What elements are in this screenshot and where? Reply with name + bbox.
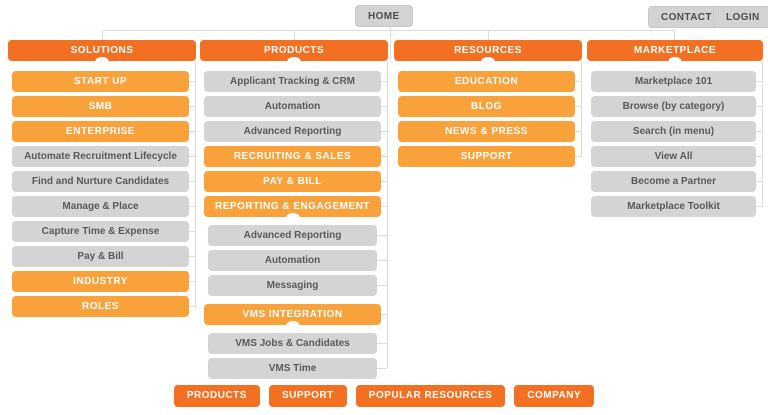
solutions-item-find-and-nurture-candidates[interactable]: Find and Nurture Candidates — [12, 171, 195, 192]
marketplace-header-label: MARKETPLACE — [633, 45, 717, 56]
connector-notch — [481, 57, 495, 65]
products-item-automation[interactable]: Automation — [204, 96, 387, 117]
connector-drop-resources — [488, 30, 489, 40]
connector-drop-products — [294, 30, 295, 40]
connector-spine-resources — [581, 61, 582, 157]
connector-notch — [286, 321, 299, 329]
marketplace-column: MARKETPLACE Marketplace 101 Browse (by c… — [587, 40, 763, 217]
products-item-recruiting-and-sales[interactable]: RECRUITING & SALES — [204, 146, 387, 167]
connector-notch — [668, 57, 682, 65]
solutions-column: SOLUTIONS START UP SMB ENTERPRISE Automa… — [8, 40, 196, 317]
marketplace-item-browse-by-category[interactable]: Browse (by category) — [591, 96, 762, 117]
footer-products-button[interactable]: PRODUCTS — [173, 385, 260, 407]
products-header-label: PRODUCTS — [263, 45, 325, 56]
solutions-item-smb[interactable]: SMB — [12, 96, 195, 117]
resources-header-label: RESOURCES — [454, 45, 522, 56]
products-item-reporting-and-engagement[interactable]: REPORTING & ENGAGEMENT — [204, 196, 387, 221]
footer-nav: PRODUCTS SUPPORT POPULAR RESOURCES COMPA… — [0, 385, 768, 407]
marketplace-item-search-in-menu[interactable]: Search (in menu) — [591, 121, 762, 142]
login-button[interactable]: LOGIN — [713, 6, 768, 28]
solutions-item-pay-and-bill[interactable]: Pay & Bill — [12, 246, 195, 267]
marketplace-item-become-a-partner[interactable]: Become a Partner — [591, 171, 762, 192]
products-subitem-messaging[interactable]: Messaging — [208, 275, 387, 296]
products-item-pay-and-bill[interactable]: PAY & BILL — [204, 171, 387, 192]
solutions-item-industry[interactable]: INDUSTRY — [12, 271, 195, 292]
resources-header[interactable]: RESOURCES — [394, 40, 582, 65]
products-item-vms-integration[interactable]: VMS INTEGRATION — [204, 304, 387, 329]
connector-spine-products — [387, 61, 388, 368]
products-subitem-vms-jobs-and-candidates[interactable]: VMS Jobs & Candidates — [208, 333, 387, 354]
solutions-item-roles[interactable]: ROLES — [12, 296, 195, 317]
solutions-item-start-up[interactable]: START UP — [12, 71, 195, 92]
marketplace-header[interactable]: MARKETPLACE — [587, 40, 763, 65]
marketplace-item-view-all[interactable]: View All — [591, 146, 762, 167]
home-button[interactable]: HOME — [355, 5, 413, 27]
solutions-header-label: SOLUTIONS — [70, 45, 134, 56]
connector-notch — [287, 57, 301, 65]
resources-item-news-and-press[interactable]: NEWS & PRESS — [398, 121, 581, 142]
solutions-item-manage-and-place[interactable]: Manage & Place — [12, 196, 195, 217]
products-subitem-automation[interactable]: Automation — [208, 250, 387, 271]
connector-home-drop — [390, 27, 391, 61]
connector-top-horizontal — [102, 30, 675, 31]
vms-integration-label: VMS INTEGRATION — [242, 309, 343, 320]
footer-popular-resources-button[interactable]: POPULAR RESOURCES — [355, 385, 506, 407]
reporting-engagement-label: REPORTING & ENGAGEMENT — [215, 201, 370, 212]
connector-drop-solutions — [102, 30, 103, 40]
products-subitem-vms-time[interactable]: VMS Time — [208, 358, 387, 379]
resources-item-blog[interactable]: BLOG — [398, 96, 581, 117]
products-column: PRODUCTS Applicant Tracking & CRM Automa… — [200, 40, 388, 379]
resources-item-education[interactable]: EDUCATION — [398, 71, 581, 92]
solutions-item-capture-time-and-expense[interactable]: Capture Time & Expense — [12, 221, 195, 242]
solutions-header[interactable]: SOLUTIONS — [8, 40, 196, 65]
products-item-applicant-tracking-crm[interactable]: Applicant Tracking & CRM — [204, 71, 387, 92]
resources-column: RESOURCES EDUCATION BLOG NEWS & PRESS SU… — [394, 40, 582, 167]
marketplace-item-marketplace-101[interactable]: Marketplace 101 — [591, 71, 762, 92]
products-item-advanced-reporting[interactable]: Advanced Reporting — [204, 121, 387, 142]
products-subitem-advanced-reporting[interactable]: Advanced Reporting — [208, 225, 387, 246]
marketplace-item-marketplace-toolkit[interactable]: Marketplace Toolkit — [591, 196, 762, 217]
solutions-item-automate-recruitment-lifecycle[interactable]: Automate Recruitment Lifecycle — [12, 146, 195, 167]
connector-notch — [286, 213, 299, 221]
connector-drop-marketplace — [674, 30, 675, 40]
products-header[interactable]: PRODUCTS — [200, 40, 388, 65]
resources-item-support[interactable]: SUPPORT — [398, 146, 581, 167]
solutions-item-enterprise[interactable]: ENTERPRISE — [12, 121, 195, 142]
footer-support-button[interactable]: SUPPORT — [268, 385, 347, 407]
connector-spine-solutions — [195, 61, 196, 307]
connector-spine-marketplace — [762, 61, 763, 207]
footer-company-button[interactable]: COMPANY — [514, 385, 595, 407]
connector-notch — [95, 57, 109, 65]
